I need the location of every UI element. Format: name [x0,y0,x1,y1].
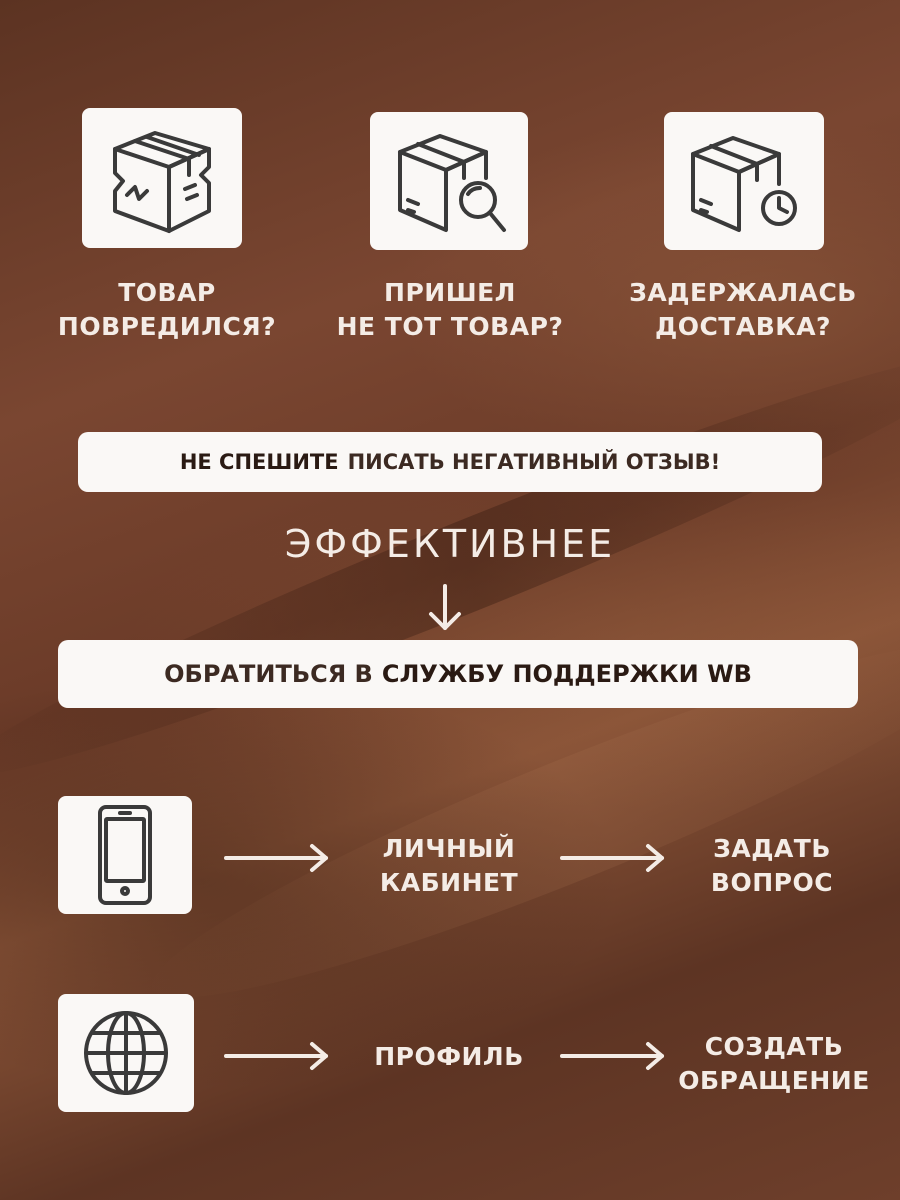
globe-tile [58,994,194,1112]
warning-bold-text: НЕ СПЕШИТЕ [179,450,339,474]
box-search-icon [398,134,506,232]
box-search-tile [370,112,528,250]
box-clock-icon [691,136,797,232]
support-text: ОБРАТИТЬСЯ В [164,660,373,688]
step-profile: ПРОФИЛЬ [374,1042,524,1071]
support-bold-text: СЛУЖБУ ПОДДЕРЖКИ WB [381,660,752,688]
step-personal-account: ЛИЧНЫЙ КАБИНЕТ [379,834,519,897]
box-clock-tile [664,112,824,250]
right-arrow-icon [560,1042,664,1070]
damaged-box-icon [113,131,211,233]
smartphone-icon [98,805,152,905]
step-create-request: СОЗДАТЬ ОБРАЩЕНИЕ [678,1032,870,1095]
problem-caption-wrong-item: ПРИШЕЛ НЕ ТОТ ТОВАР? [336,278,564,341]
damaged-box-tile [82,108,242,248]
down-arrow-icon [429,584,461,630]
support-banner: ОБРАТИТЬСЯ В СЛУЖБУ ПОДДЕРЖКИ WB [58,640,858,708]
problem-caption-damaged: ТОВАР ПОВРЕДИЛСЯ? [57,278,277,341]
effective-label: ЭФФЕКТИВНЕЕ [284,522,616,566]
warning-banner: НЕ СПЕШИТЕ ПИСАТЬ НЕГАТИВНЫЙ ОТЗЫВ! [78,432,822,492]
smartphone-tile [58,796,192,914]
globe-icon [84,1011,168,1095]
right-arrow-icon [560,844,664,872]
right-arrow-icon [224,1042,328,1070]
step-ask-question: ЗАДАТЬ ВОПРОС [710,834,834,897]
warning-text: ПИСАТЬ НЕГАТИВНЫЙ ОТЗЫВ! [347,450,721,474]
problem-caption-delay: ЗАДЕРЖАЛАСЬ ДОСТАВКА? [629,278,857,341]
right-arrow-icon [224,844,328,872]
